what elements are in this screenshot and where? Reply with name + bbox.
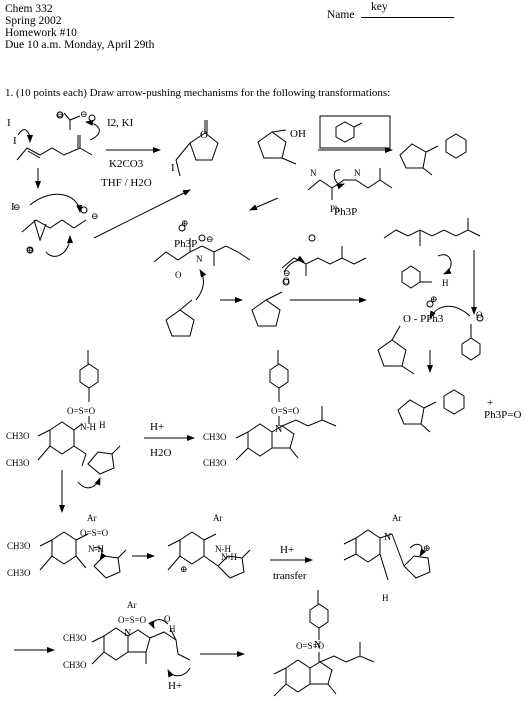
lactone-ring xyxy=(189,132,219,161)
byproduct-plus: + xyxy=(487,397,494,409)
svg-text:N: N xyxy=(275,424,282,435)
reagent-3: THF / H2O xyxy=(101,177,152,189)
svg-text:O: O xyxy=(164,614,171,624)
ar-2: Ar xyxy=(213,513,223,523)
svg-text:O: O xyxy=(283,276,290,286)
ring-oxygen: O xyxy=(200,129,208,141)
svg-text:Ph: Ph xyxy=(330,204,340,214)
dead-n2: N xyxy=(354,168,361,178)
meo-2a: CH3O xyxy=(203,432,227,442)
svg-text:⊕: ⊕ xyxy=(181,218,189,228)
iodide-2: I xyxy=(13,135,17,147)
svg-text:H: H xyxy=(382,593,389,603)
svg-text:⊖: ⊖ xyxy=(91,211,99,221)
alkene-chain xyxy=(16,147,81,161)
iodide-1: I xyxy=(7,117,11,129)
svg-text:⊕: ⊕ xyxy=(430,294,438,304)
meo-3a: CH3O xyxy=(7,541,31,551)
solvent-label: H2O xyxy=(150,447,172,459)
sulfonyl-4: O=S=O xyxy=(118,615,147,625)
phenol-box xyxy=(319,115,391,149)
svg-text:N-H: N-H xyxy=(221,552,237,562)
iodolactonization-scheme xyxy=(16,111,219,257)
svg-text:⊕: ⊕ xyxy=(180,564,188,574)
svg-text:O: O xyxy=(476,310,483,320)
alcohol-oh: OH xyxy=(290,128,306,140)
term: Spring 2002 xyxy=(5,15,62,27)
svg-text:N: N xyxy=(196,254,203,264)
sulfonyl-1: O=S=O xyxy=(67,406,96,416)
arrow-2 xyxy=(93,189,191,239)
sulfonyl-2: O=S=O xyxy=(271,406,300,416)
svg-text:O: O xyxy=(175,270,182,280)
svg-text:⊖: ⊖ xyxy=(13,202,21,212)
indole-scheme xyxy=(14,350,431,697)
svg-text:N: N xyxy=(124,628,131,639)
nh-1: N-H xyxy=(80,422,96,432)
product-iodo: I xyxy=(171,162,175,174)
meo-1b: CH3O xyxy=(6,458,30,468)
svg-text:⊖: ⊖ xyxy=(283,268,291,278)
due-date: Due 10 a.m. Monday, April 29th xyxy=(5,39,155,51)
cyclopentanol xyxy=(257,131,287,159)
svg-text:⊕: ⊕ xyxy=(423,543,431,553)
reagent-2: K2CO3 xyxy=(109,158,144,170)
svg-text:⊖: ⊖ xyxy=(206,234,214,244)
name-label: Name xyxy=(327,9,355,21)
iodide-3: I xyxy=(11,201,15,213)
name-value: key xyxy=(371,1,388,13)
name-line xyxy=(361,17,454,18)
sulfonyl-5: O=S=O xyxy=(296,641,325,651)
ph3p-label-2: Ph3P xyxy=(174,238,198,250)
final-acid: H+ xyxy=(168,680,183,692)
acid-label: H+ xyxy=(150,421,165,433)
ar-4: Ar xyxy=(127,600,137,610)
meo-2b: CH3O xyxy=(203,458,227,468)
svg-text:⊖: ⊖ xyxy=(56,109,64,119)
question-text: 1. (10 points each) Draw arrow-pushing m… xyxy=(5,87,391,99)
svg-text:⊕: ⊕ xyxy=(26,245,34,255)
ph3p-label: Ph3P xyxy=(334,206,358,218)
nh-2: N-H xyxy=(88,544,104,554)
mitsunobu-scheme xyxy=(153,115,484,433)
svg-text:H: H xyxy=(99,420,106,430)
transfer-acid: H+ xyxy=(280,544,295,556)
meo-1a: CH3O xyxy=(6,431,30,441)
meo-3b: CH3O xyxy=(7,568,31,578)
course-title: Chem 332 xyxy=(5,3,53,15)
assignment-title: Homework #10 xyxy=(5,27,77,39)
svg-text:N: N xyxy=(314,640,321,651)
svg-text:H: H xyxy=(442,278,449,288)
meo-4a: CH3O xyxy=(63,633,87,643)
ar-1: Ar xyxy=(87,513,97,523)
nh-3: N-H xyxy=(215,544,231,554)
svg-text:N: N xyxy=(384,532,391,543)
svg-text:⊖: ⊖ xyxy=(80,109,88,119)
byproduct: Ph3P=O xyxy=(484,409,522,421)
svg-text:H: H xyxy=(169,624,176,634)
transfer-label: transfer xyxy=(273,570,307,582)
ar-3: Ar xyxy=(392,513,402,523)
reagent-1: I2, KI xyxy=(107,117,134,129)
sulfonyl-3: O=S=O xyxy=(80,528,109,538)
meo-4b: CH3O xyxy=(63,660,87,670)
dead-n: N xyxy=(310,168,317,178)
